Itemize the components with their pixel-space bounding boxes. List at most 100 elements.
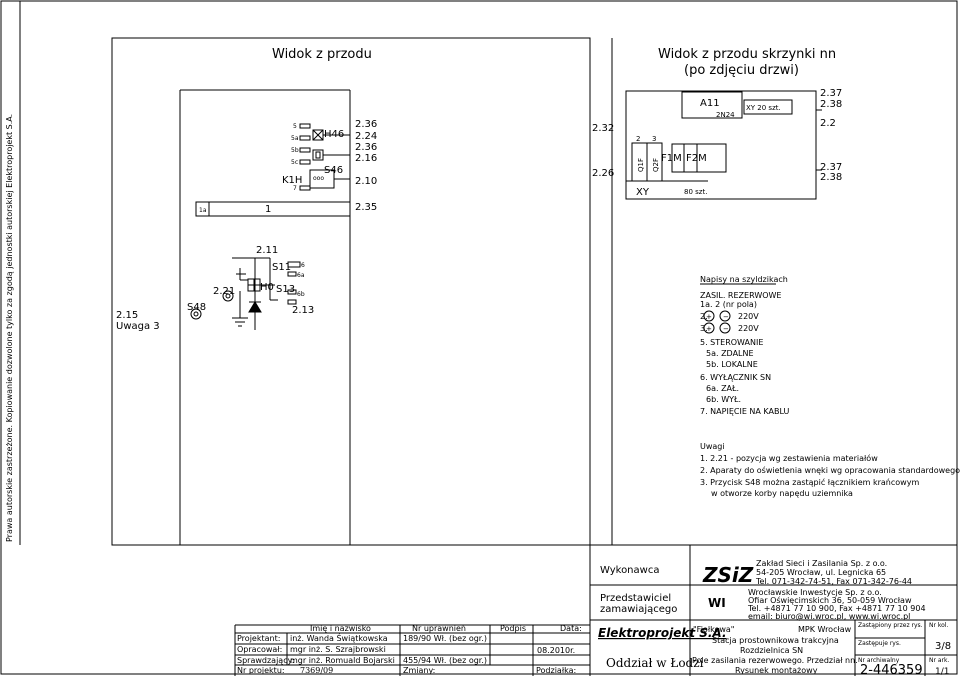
h0-label: H0: [260, 282, 274, 293]
term-label: 3: [652, 135, 656, 143]
term-label: 6a: [297, 272, 305, 279]
ref-label: 2.35: [355, 202, 377, 213]
row-name: inż. Wanda Świątkowska: [290, 632, 388, 643]
note-item: w otworze korby napędu uziemnika: [711, 489, 853, 498]
sheet-no: 1/1: [935, 667, 949, 676]
zaklad-line: Zakład Sieci i Zasilania Sp. z o.o.: [756, 559, 887, 568]
h46-label: H46: [324, 129, 344, 140]
ref-label: 2.2: [820, 118, 836, 129]
plate-item: 5a. ZDALNE: [706, 349, 754, 358]
branch-label: Oddział w Łodzi: [606, 656, 704, 670]
project-no-label: Nr projektu:: [237, 666, 285, 675]
s11-label: S11: [272, 262, 291, 273]
zaklad-line: Tel. 071-342-74-51, Fax 071-342-76-44: [755, 577, 912, 586]
lamp-label: ooo: [313, 175, 324, 182]
ref-label: 2.37: [820, 88, 842, 99]
plate-item: 5b. LOKALNE: [706, 360, 758, 369]
row-role: Projektant:: [237, 634, 280, 643]
col-header: Podpis: [500, 624, 526, 633]
row-license: 189/90 Wł. (bez ogr.): [403, 634, 487, 643]
ref-label: 2.10: [355, 176, 377, 187]
front-view-refs: 2.36 2.24 2.36 2.16 2.10 2.35 2.11 2.21 …: [116, 119, 377, 332]
ref-label: 2.38: [820, 172, 842, 183]
col-header: Imię i nazwisko: [310, 624, 371, 633]
term-label: 2: [636, 135, 640, 143]
drawing-line: Stacja prostownikowa trakcyjna: [712, 636, 839, 645]
term-label: 5a: [291, 135, 299, 142]
company-logo: Elektroprojekt S.A.: [598, 626, 727, 640]
q1f-label: Q1F: [637, 158, 645, 172]
drawing-line: Pole zasilania rezerwowego. Przedział nn…: [692, 656, 858, 665]
s48-label: S48: [187, 302, 206, 313]
row-license: 455/94 Wł. (bez ogr.): [403, 656, 487, 665]
k1h-label: K1H: [282, 175, 302, 186]
replaced-label: Zastąpiony przez rys.: [858, 622, 923, 629]
object-city: MPK Wrocław: [798, 625, 852, 634]
title-block: Wykonawca Przedstawiciel zamawiającego E…: [598, 559, 951, 676]
box-1-label: 1: [265, 204, 271, 215]
col-header: Nr uprawnień: [412, 624, 466, 633]
copyright-note: Prawa autorskie zastrzeżone. Kopiowanie …: [5, 114, 14, 542]
plate-item: 220V: [738, 312, 759, 321]
ref-label: 2.11: [256, 245, 278, 256]
note-item: 3. Przycisk S48 można zastąpić łącznikie…: [700, 477, 919, 487]
notes-list: Uwagi 1. 2.21 - pozycja wg zestawienia m…: [700, 442, 960, 498]
zsiz-logo: ZSiZ: [702, 563, 754, 587]
svg-text:+: +: [706, 325, 712, 333]
col-header: Data:: [560, 624, 582, 633]
plate-item: 6a. ZAŁ.: [706, 384, 739, 393]
col-label: Nr kol.: [929, 622, 948, 629]
changes-label: Zmiany:: [403, 666, 435, 675]
xy-label: XY: [636, 187, 650, 198]
n2n24-label: 2N24: [716, 111, 735, 119]
plates-list: Napisy na szyldzikach ZASIL. REZERWOWE 1…: [700, 275, 790, 416]
col-no: 3/8: [935, 641, 951, 652]
ref-label: 2.38: [820, 99, 842, 110]
box-view-title-2: (po zdjęciu drzwi): [684, 63, 799, 78]
box-view-refs: 2.32 2.26 2.37 2.38 2.2 2.37 2.38 A11 F1…: [592, 88, 842, 198]
notes-heading: Uwagi: [700, 442, 725, 451]
object-name: "Fiołkowa": [693, 625, 734, 634]
front-view-small-labels: 5 5a 5b 5c 7 ooo 1a 6 6a 6b: [199, 123, 324, 298]
wi-logo: WI: [708, 596, 726, 610]
row-role: Sprawdzający:: [237, 656, 294, 665]
row-name: mgr inż. Romuald Bojarski: [290, 656, 395, 665]
plate-item: 6b. WYŁ.: [706, 395, 741, 404]
term-label: 5b: [291, 147, 299, 154]
term-label: 5c: [291, 159, 298, 166]
contractor-label: Wykonawca: [600, 565, 659, 576]
term-label: 6b: [297, 291, 305, 298]
box-view-title-1: Widok z przodu skrzynki nn: [658, 47, 836, 62]
note-item: 2. Aparaty do oświetlenia wnęki wg oprac…: [700, 465, 960, 475]
szt80-label: 80 szt.: [684, 188, 707, 196]
term-label: 5: [293, 123, 297, 130]
ref-label: 2.26: [592, 168, 614, 179]
sheet-label: Nr ark.: [929, 657, 949, 664]
note-ref: Uwaga 3: [116, 321, 160, 332]
replaces-label: Zastępuje rys.: [858, 640, 901, 647]
term-label: 7: [293, 185, 297, 192]
drawing-line: Rysunek montażowy: [735, 666, 818, 675]
q2f-label: Q2F: [652, 158, 660, 172]
wi-line: Tel. +4871 77 10 900, Fax +4871 77 10 90…: [747, 604, 926, 613]
plate-item: 3.: [700, 324, 708, 333]
plus-minus-glyphs: +− +−: [706, 313, 729, 333]
archive-no: 2-446359: [860, 663, 923, 676]
plates-heading: Napisy na szyldzikach: [700, 275, 788, 284]
ref-label: 2.24: [355, 131, 377, 142]
plate-item: 7. NAPIĘCIE NA KABLU: [700, 407, 790, 416]
archive-label: Nr archiwalny: [858, 657, 900, 664]
signature-table: Imię i nazwisko Nr uprawnień Podpis Data…: [237, 624, 582, 675]
rep-label: Przedstawiciel: [600, 593, 671, 604]
wi-line: Wrocławskie Inwestycje Sp. z o.o.: [748, 588, 882, 597]
s46-label: S46: [324, 165, 343, 176]
plate-item: 6. WYŁĄCZNIK SN: [700, 373, 771, 382]
plate-item: 5. STEROWANIE: [700, 338, 763, 347]
wi-line: Ofiar Oświęcimskich 36, 50-059 Wrocław: [748, 595, 912, 605]
project-no: 7369/09: [300, 666, 333, 675]
front-view-title: Widok z przodu: [272, 47, 372, 62]
date-value: 08.2010r.: [537, 646, 575, 655]
wi-line: email: biuro@wi.wroc.pl, www.wi.wroc.pl: [748, 612, 910, 621]
ref-label: 2.36: [355, 119, 377, 130]
